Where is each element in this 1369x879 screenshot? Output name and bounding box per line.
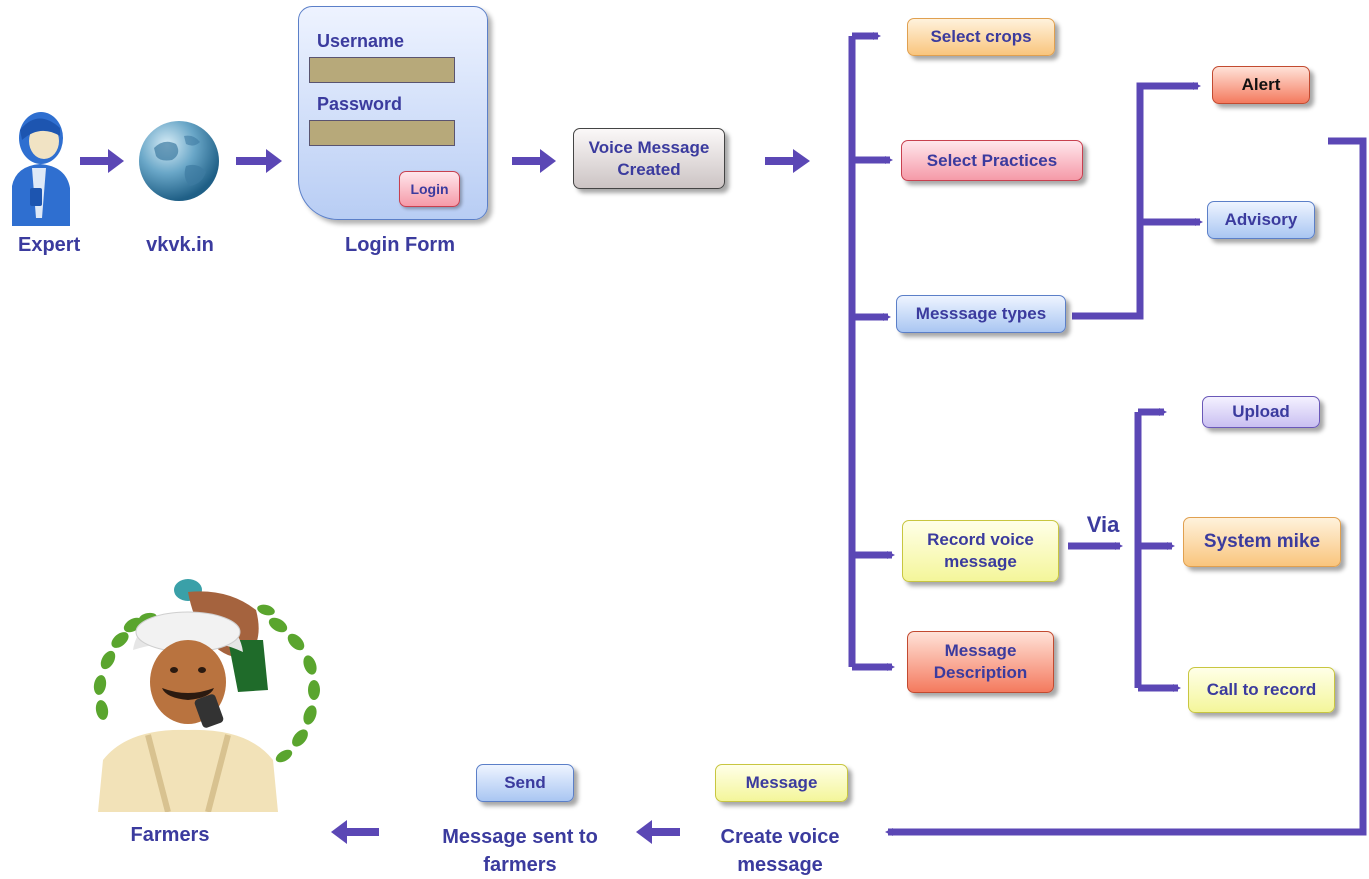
create-voice-message-label: Create voice message [720,826,840,876]
globe-icon [139,121,219,201]
select-practices-box[interactable]: Select Practices [901,140,1083,181]
message-sent-label: Message sent to farmers [442,826,598,876]
send-badge[interactable]: Send [476,764,574,802]
message-types-box[interactable]: Messsage types [896,295,1066,333]
login-form: Username Password Login [298,6,488,220]
advisory-box[interactable]: Advisory [1207,201,1315,239]
via-label: Via [1086,512,1120,537]
select-crops-box[interactable]: Select crops [907,18,1055,56]
site-label: vkvk.in [146,234,214,256]
system-mike-box[interactable]: System mike [1183,517,1341,567]
record-voice-message-box[interactable]: Record voice message [902,520,1059,582]
farmers-illustration [93,579,320,812]
expert-person-icon [12,112,70,226]
upload-box[interactable]: Upload [1202,396,1320,428]
expert-label: Expert [18,234,81,256]
voice-message-created-box: Voice Message Created [573,128,725,189]
username-label: Username [317,31,405,51]
password-label: Password [317,94,403,114]
password-field[interactable] [309,120,455,146]
call-to-record-box[interactable]: Call to record [1188,667,1335,713]
username-field[interactable] [309,57,455,83]
login-form-label: Login Form [345,234,455,256]
message-badge: Message [715,764,848,802]
login-button[interactable]: Login [399,171,460,207]
alert-box[interactable]: Alert [1212,66,1310,104]
flow-arrows [80,149,810,844]
farmers-label: Farmers [130,824,210,846]
message-description-box[interactable]: Message Description [907,631,1054,693]
